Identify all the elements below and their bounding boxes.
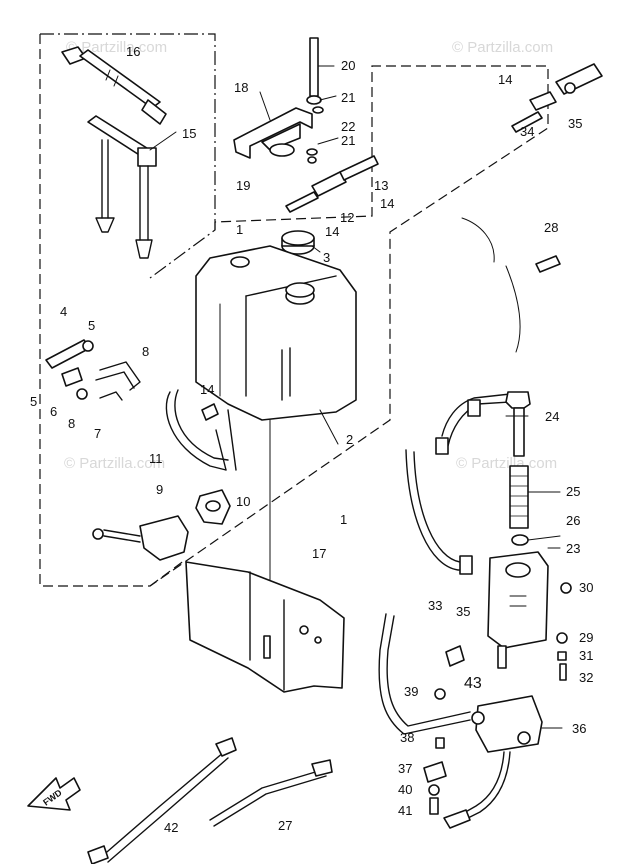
callout-9: 9 — [156, 482, 163, 497]
callout-20: 20 — [341, 58, 355, 73]
part-14-clip — [201, 403, 219, 421]
part-36-pump — [443, 695, 543, 829]
part-15-t-fitting-hose — [87, 115, 157, 259]
part-4-8-hose-set — [45, 339, 141, 401]
callout-36: 36 — [572, 721, 586, 736]
part-18-bracket — [233, 107, 313, 159]
part-19-spacer — [269, 143, 295, 157]
callout-15: 15 — [182, 126, 196, 141]
callout-7: 7 — [94, 426, 101, 441]
callout-14-mid: 14 — [380, 196, 394, 211]
callout-19: 19 — [236, 178, 250, 193]
callout-37: 37 — [398, 761, 412, 776]
part-26-o-ring — [511, 534, 529, 546]
part-43-hose-edge — [386, 615, 471, 727]
part-25-strainer — [509, 465, 529, 529]
callout-34: 34 — [520, 124, 534, 139]
watermark-top-right: © Partzilla.com — [452, 39, 553, 56]
callout-31: 31 — [579, 648, 593, 663]
part-24-pickup — [435, 391, 531, 457]
group-outlines — [39, 33, 549, 587]
callout-41: 41 — [398, 803, 412, 818]
outline-hose-group — [40, 33, 216, 279]
outline-main-group — [39, 34, 549, 587]
callout-13: 13 — [374, 178, 388, 193]
callout-4: 4 — [60, 304, 67, 319]
callout-26: 26 — [566, 513, 580, 528]
callout-21: 21 — [341, 133, 355, 148]
callout-leaders — [149, 65, 563, 729]
callout-43: 43 — [464, 675, 482, 692]
part-43-hose — [378, 613, 471, 735]
part-17-bracket-plate — [185, 561, 345, 693]
callout-25: 25 — [566, 484, 580, 499]
callout-3: 3 — [323, 250, 330, 265]
part-3-filler-cap — [281, 230, 315, 255]
callout-33: 33 — [428, 598, 442, 613]
callout-38: 38 — [400, 730, 414, 745]
callout-39: 39 — [404, 684, 418, 699]
callout-14-top: 14 — [498, 72, 512, 87]
part-27-cable — [209, 759, 333, 827]
callout-8-top: 8 — [142, 344, 149, 359]
part-34-35-joint — [511, 63, 603, 133]
callout-35-top: 35 — [568, 116, 582, 131]
part-2-oil-tank — [195, 245, 357, 421]
callout-22: 22 — [341, 119, 355, 134]
forward-arrow-icon: FWD — [27, 777, 81, 811]
callout-8: 8 — [68, 416, 75, 431]
callout-10: 10 — [236, 494, 250, 509]
callout-2: 2 — [346, 432, 353, 447]
outline-link — [149, 559, 186, 587]
part-37-41-hardware — [423, 688, 447, 815]
callout-40: 40 — [398, 782, 412, 797]
callout-42: 42 — [164, 820, 178, 835]
part-11-tank-pipe — [165, 389, 237, 471]
watermark-mid-right: © Partzilla.com — [456, 455, 557, 472]
part-43-connector — [445, 645, 465, 667]
callout-14-cap: 14 — [325, 224, 339, 239]
callout-numbers: 20 21 22 21 18 19 15 16 13 12 14 14 3 1 … — [30, 44, 593, 835]
callout-27: 27 — [278, 818, 292, 833]
part-20-bolt — [306, 37, 322, 105]
callout-24: 24 — [545, 409, 559, 424]
callout-35: 35 — [456, 604, 470, 619]
part-35-clip — [459, 555, 473, 575]
callout-17: 17 — [312, 546, 326, 561]
callout-16: 16 — [126, 44, 140, 59]
part-16-hose — [61, 46, 167, 125]
callout-6: 6 — [50, 404, 57, 419]
callout-5: 5 — [30, 394, 37, 409]
part-10-grommet — [195, 489, 231, 525]
callout-1-top: 1 — [236, 222, 243, 237]
part-33-hose-edge — [413, 451, 471, 563]
part-21-22-washers — [306, 106, 324, 164]
callout-30: 30 — [579, 580, 593, 595]
callout-12: 12 — [340, 210, 354, 225]
part-9-level-switch — [92, 515, 189, 561]
callout-32: 32 — [579, 670, 593, 685]
part-29-32-hardware — [556, 582, 572, 681]
callout-14-left: 14 — [200, 382, 214, 397]
callout-11: 11 — [149, 451, 163, 466]
part-28-hose — [461, 217, 561, 353]
callout-29: 29 — [579, 630, 593, 645]
callout-21-top: 21 — [341, 90, 355, 105]
part-42-cable — [87, 737, 237, 864]
callout-1: 1 — [340, 512, 347, 527]
part-33-hose — [405, 449, 471, 571]
callout-28: 28 — [544, 220, 558, 235]
tank-leader-lines — [219, 303, 271, 581]
watermark-mid-left: © Partzilla.com — [64, 455, 165, 472]
part-12-13-connector — [285, 155, 379, 213]
callout-23: 23 — [566, 541, 580, 556]
callout-5-top: 5 — [88, 318, 95, 333]
part-23-sub-tank — [487, 551, 549, 669]
callout-18: 18 — [234, 80, 248, 95]
